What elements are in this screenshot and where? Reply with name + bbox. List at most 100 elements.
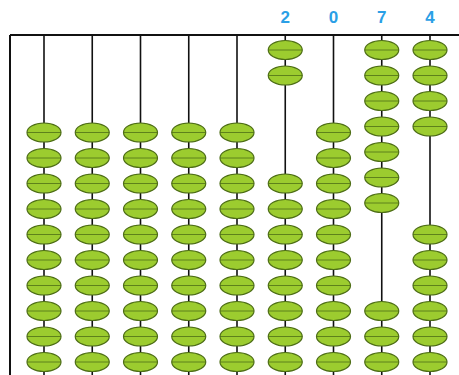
bead-rim: [365, 311, 399, 312]
bead-rim: [124, 362, 158, 363]
abacus-bead: [75, 353, 109, 372]
bead-rim: [365, 362, 399, 363]
bead-rim: [220, 260, 254, 261]
abacus-frame-top: [10, 34, 459, 36]
abacus-bead: [317, 200, 351, 219]
abacus-bead: [220, 276, 254, 295]
bead-rim: [317, 209, 351, 210]
bead-rim: [220, 209, 254, 210]
bead-rim: [413, 311, 447, 312]
abacus-bead: [124, 276, 158, 295]
bead-rim: [413, 285, 447, 286]
bead-rim: [27, 311, 61, 312]
abacus-bead: [317, 123, 351, 142]
abacus-bead: [317, 149, 351, 168]
abacus-bead: [413, 353, 447, 372]
bead-rim: [268, 183, 302, 184]
bead-rim: [75, 183, 109, 184]
abacus-bead: [172, 149, 206, 168]
abacus-bead: [365, 168, 399, 187]
abacus-bead: [124, 327, 158, 346]
bead-rim: [220, 183, 254, 184]
abacus-bead: [220, 225, 254, 244]
bead-rim: [27, 132, 61, 133]
abacus-bead: [220, 123, 254, 142]
bead-rim: [172, 209, 206, 210]
abacus-bead: [365, 66, 399, 85]
abacus-bead: [75, 327, 109, 346]
abacus-bead: [317, 174, 351, 193]
abacus-bead: [75, 225, 109, 244]
abacus-bead: [75, 123, 109, 142]
abacus-bead: [124, 251, 158, 270]
abacus-bead: [75, 251, 109, 270]
bead-rim: [75, 285, 109, 286]
abacus-bead: [413, 276, 447, 295]
bead-rim: [172, 183, 206, 184]
bead-rim: [413, 234, 447, 235]
abacus-bead: [124, 149, 158, 168]
bead-rim: [365, 50, 399, 51]
bead-rim: [268, 311, 302, 312]
bead-rim: [413, 101, 447, 102]
abacus-bead: [172, 302, 206, 321]
bead-rim: [365, 203, 399, 204]
bead-rim: [172, 362, 206, 363]
abacus-bead: [268, 353, 302, 372]
bead-rim: [268, 362, 302, 363]
abacus-bead: [268, 276, 302, 295]
bead-rim: [27, 158, 61, 159]
abacus-bead: [220, 353, 254, 372]
bead-rim: [268, 209, 302, 210]
bead-rim: [172, 158, 206, 159]
bead-rim: [413, 50, 447, 51]
abacus-bead: [365, 41, 399, 60]
bead-rim: [27, 234, 61, 235]
abacus-bead: [75, 276, 109, 295]
bead-rim: [75, 336, 109, 337]
bead-rim: [220, 285, 254, 286]
abacus-bead: [124, 174, 158, 193]
abacus-rod: [429, 35, 431, 375]
bead-rim: [75, 209, 109, 210]
abacus-bead: [413, 66, 447, 85]
abacus-bead: [172, 200, 206, 219]
abacus-bead: [220, 174, 254, 193]
abacus-bead: [27, 174, 61, 193]
abacus-bead: [317, 251, 351, 270]
abacus-bead: [172, 327, 206, 346]
abacus-bead: [317, 353, 351, 372]
bead-rim: [365, 336, 399, 337]
bead-rim: [413, 260, 447, 261]
abacus-bead: [27, 276, 61, 295]
abacus-bead: [75, 302, 109, 321]
abacus-bead: [75, 174, 109, 193]
abacus-bead: [268, 225, 302, 244]
abacus-bead: [413, 327, 447, 346]
abacus-bead: [413, 117, 447, 136]
bead-rim: [75, 260, 109, 261]
bead-rim: [220, 362, 254, 363]
abacus-bead: [268, 327, 302, 346]
abacus-bead: [268, 174, 302, 193]
abacus-bead: [268, 66, 302, 85]
digit-label: 0: [329, 8, 338, 28]
bead-rim: [172, 234, 206, 235]
abacus-bead: [317, 225, 351, 244]
bead-rim: [220, 158, 254, 159]
abacus-bead: [413, 92, 447, 111]
bead-rim: [317, 362, 351, 363]
abacus-bead: [124, 353, 158, 372]
abacus-bead: [268, 251, 302, 270]
bead-rim: [268, 285, 302, 286]
abacus-bead: [75, 149, 109, 168]
abacus-bead: [27, 200, 61, 219]
abacus-bead: [172, 353, 206, 372]
bead-rim: [27, 362, 61, 363]
bead-rim: [75, 132, 109, 133]
abacus-bead: [172, 225, 206, 244]
bead-rim: [27, 260, 61, 261]
abacus-bead: [172, 123, 206, 142]
bead-rim: [172, 311, 206, 312]
bead-rim: [172, 132, 206, 133]
